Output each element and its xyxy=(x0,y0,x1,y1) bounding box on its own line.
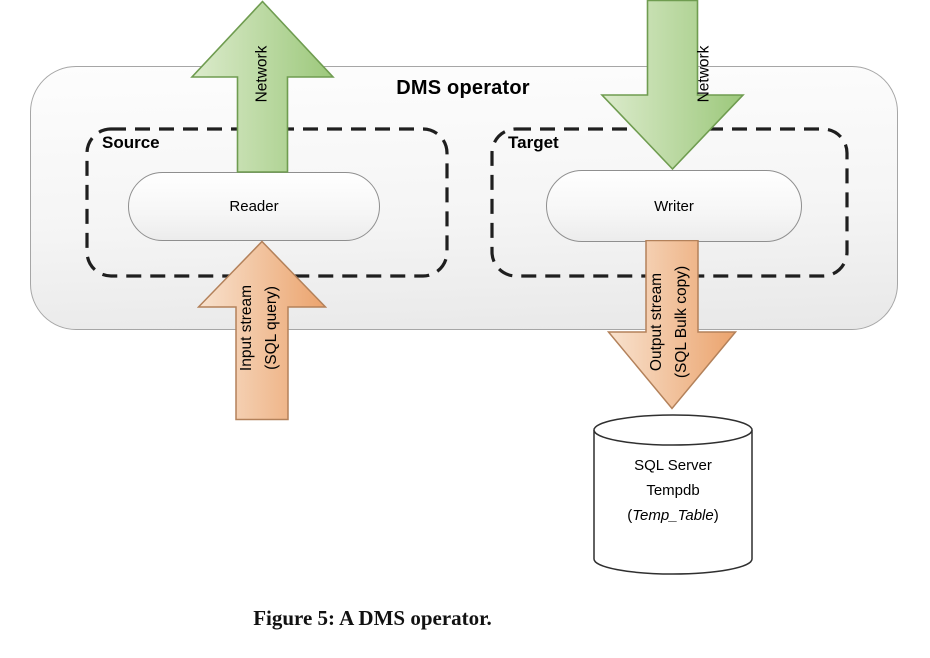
tempdb-label: SQL Server Tempdb (Temp_Table) xyxy=(592,453,754,528)
tempdb-table-name: Temp_Table xyxy=(632,507,714,524)
input-stream-arrow-shape xyxy=(197,240,327,421)
tempdb-cylinder-top xyxy=(593,414,753,446)
output-stream-line1: Output stream xyxy=(648,272,665,372)
source-group-label: Source xyxy=(102,133,160,152)
tempdb-cylinder-body xyxy=(593,430,753,575)
writer-node: Writer xyxy=(546,170,802,242)
tempdb-label-line1: SQL Server xyxy=(634,457,712,474)
reader-node-label: Reader xyxy=(229,198,279,215)
target-group-label: Target xyxy=(508,133,559,152)
network-up-arrow xyxy=(190,0,335,173)
network-down-arrow xyxy=(600,0,745,171)
input-stream-arrow xyxy=(197,240,327,421)
tempdb-label-line3: (Temp_Table) xyxy=(592,503,754,528)
tempdb-paren-close: ) xyxy=(713,507,719,524)
output-stream-arrow-shape xyxy=(607,240,737,410)
network-up-arrow-shape xyxy=(190,0,335,173)
dms-operator-title: DMS operator xyxy=(396,77,530,99)
output-stream-label: Output stream (SQL Bulk copy) xyxy=(644,266,694,378)
figure-caption: Figure 5: A DMS operator. xyxy=(253,606,492,630)
output-stream-line2: (SQL Bulk copy) xyxy=(673,265,690,379)
input-stream-label: Input stream (SQL query) xyxy=(234,285,284,371)
output-stream-arrow xyxy=(607,240,737,410)
input-stream-line1: Input stream xyxy=(238,284,255,372)
tempdb-cylinder xyxy=(593,414,753,575)
network-down-label: Network xyxy=(695,45,713,103)
input-stream-line2: (SQL query) xyxy=(263,286,280,370)
reader-node: Reader xyxy=(128,172,380,241)
network-up-label: Network xyxy=(253,45,271,103)
tempdb-paren-open: ( xyxy=(627,507,633,524)
writer-node-label: Writer xyxy=(654,197,694,215)
tempdb-label-line2: Tempdb xyxy=(646,482,700,499)
network-down-arrow-shape xyxy=(600,0,745,171)
